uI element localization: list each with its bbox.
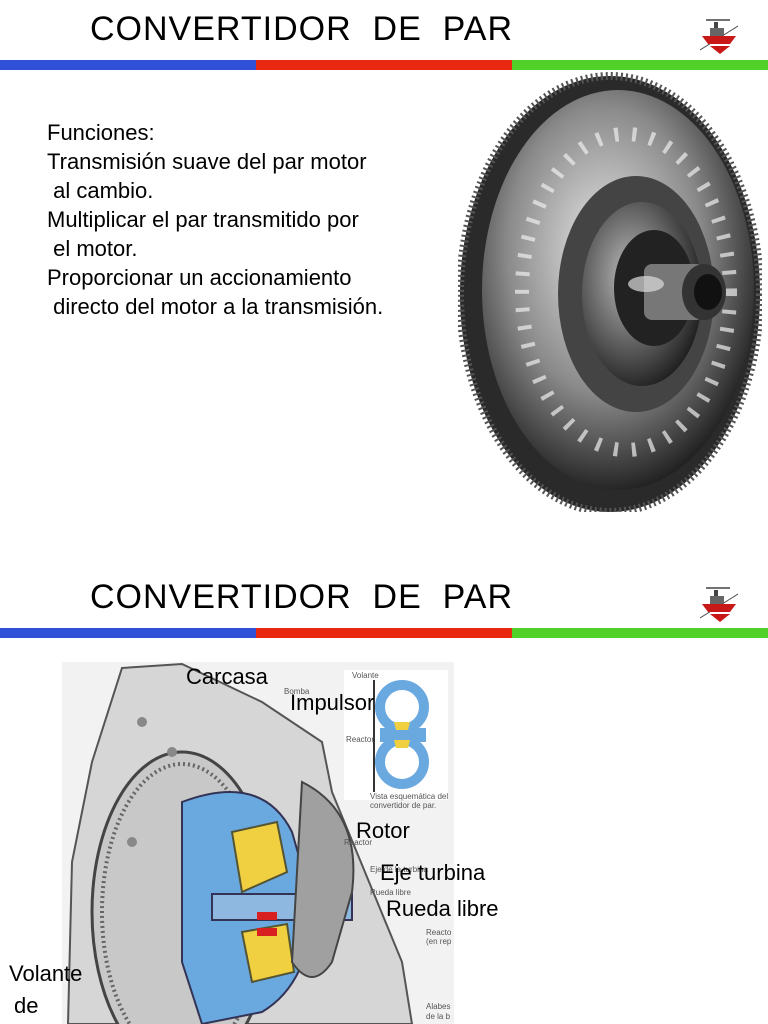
ship-logo-icon [699, 19, 739, 54]
inset-label: Rueda libre [370, 888, 411, 897]
cutaway-diagram [62, 662, 454, 1024]
label-rotor: Rotor [356, 818, 410, 843]
color-bar [0, 626, 768, 638]
inset-label: convertidor de par. [370, 801, 437, 810]
label-de: de [14, 993, 39, 1018]
inset-label: Volante [352, 671, 379, 680]
text-line: Proporcionar un accionamiento [47, 265, 352, 290]
inset-label: Vista esquemática del [370, 792, 449, 801]
text-line: Transmisión suave del par motor [47, 149, 367, 174]
inset-label: Alabes [426, 1002, 451, 1011]
slide-1: CONVERTIDOR DE PAR Funciones: Transmisió… [0, 10, 768, 512]
text-line: el motor. [47, 236, 138, 261]
inset-label: Reactor [344, 838, 373, 847]
inset-label: de la b [426, 1012, 451, 1021]
slide-2: CONVERTIDOR DE PAR [0, 568, 768, 1024]
text-line: Multiplicar el par transmitido por [47, 207, 359, 232]
slide-title: CONVERTIDOR DE PAR [90, 10, 514, 48]
inset-label: Bomba [284, 687, 310, 696]
label-rueda-libre: Rueda libre [386, 896, 499, 921]
color-bar [0, 58, 768, 70]
slide-title: CONVERTIDOR DE PAR [90, 578, 514, 616]
label-carcasa: Carcasa [186, 664, 268, 689]
label-impulsor: Impulsor [290, 690, 375, 715]
label-eje-turbina: Eje turbina [380, 860, 486, 885]
torque-converter-photo [458, 72, 762, 512]
inset-label: (en rep [426, 937, 452, 946]
text-line: directo del motor a la transmisión. [47, 294, 384, 319]
functions-text: Funciones: Transmisión suave del par mot… [47, 118, 383, 321]
text-line: Funciones: [47, 120, 155, 145]
ship-logo-icon [699, 587, 739, 622]
text-line: al cambio. [47, 178, 154, 203]
inset-label: Eje de la turbina [370, 865, 428, 874]
label-volante: Volante [9, 961, 83, 986]
inset-label: Reactor [346, 735, 375, 744]
inset-label: Reacto [426, 928, 452, 937]
